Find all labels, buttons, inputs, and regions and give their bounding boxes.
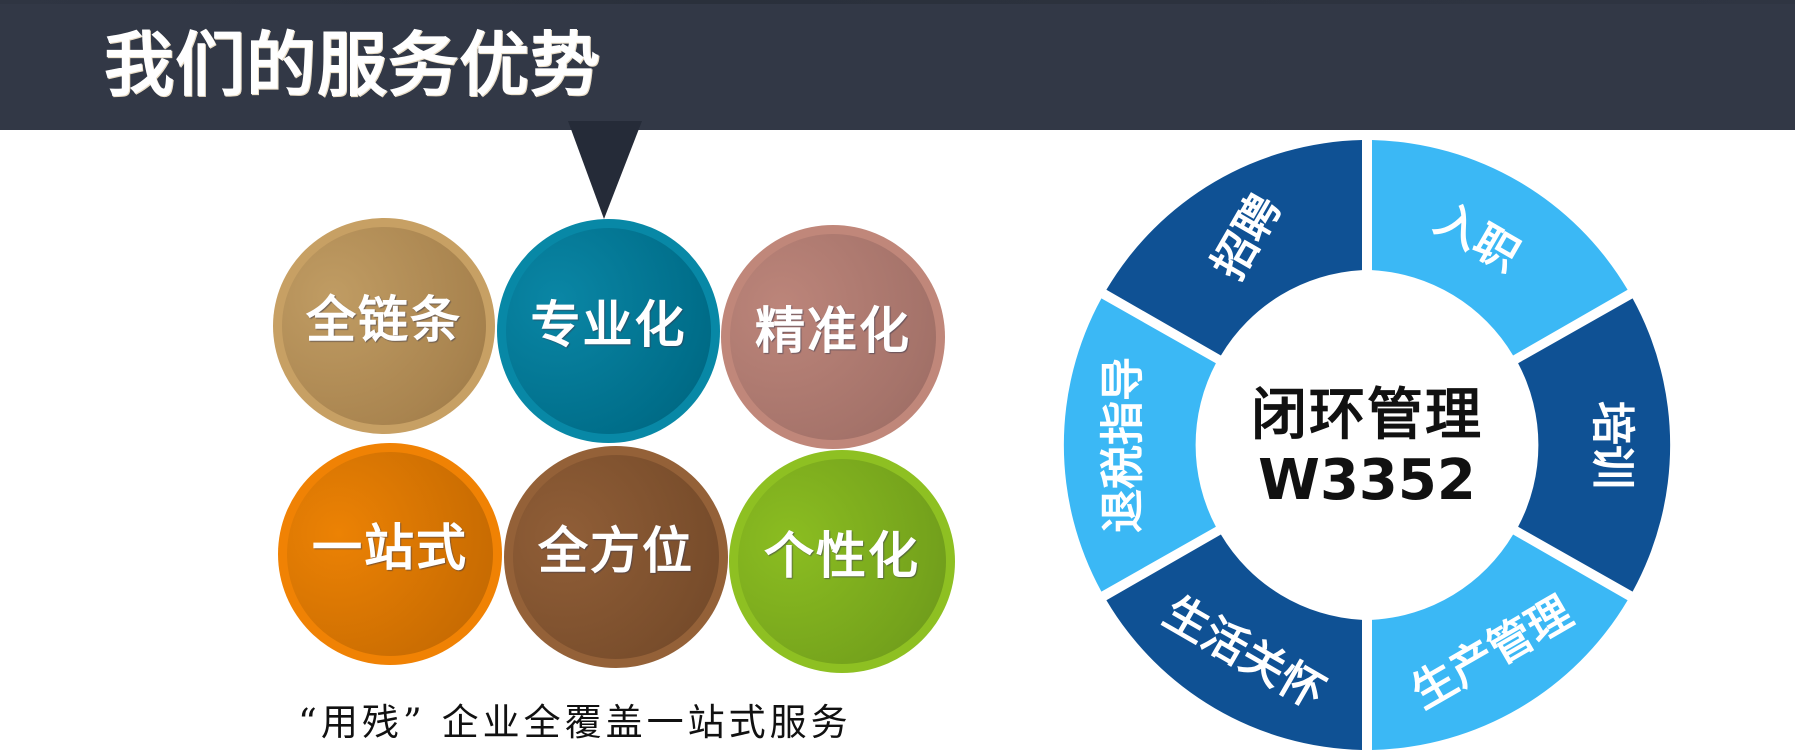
header-top-strip [0,0,1795,4]
advantage-label: 全方位 [538,521,694,580]
segment-label: 退税指导 [1098,357,1149,533]
advantage-label: 一站式 [312,518,468,577]
segment-label: 培训 [1587,401,1638,489]
advantage-bubble-full-chain: 全链条 [273,218,495,434]
pointer-triangle [568,121,642,219]
segment-tax-refund [1063,298,1216,592]
advantage-label: 个性化 [764,525,920,585]
advantage-bubble-one-stop: 一站式 [278,443,502,665]
header-bar: 我们的服务优势 [0,0,1795,130]
segment-onboarding [1372,140,1628,356]
cycle-center-title: 闭环管理 [1251,382,1483,448]
advantage-bubble-precise: 精准化 [721,225,945,449]
advantage-label: 专业化 [530,295,687,354]
segment-training [1518,298,1671,592]
advantage-label: 精准化 [755,301,911,360]
advantage-bubble-professional: 专业化 [497,219,720,443]
page-title: 我们的服务优势 [104,23,601,106]
advantages-caption: “用残” 企业全覆盖一站式服务 [298,701,852,744]
segment-life-care [1106,534,1362,750]
advantage-bubble-all-round: 全方位 [504,446,728,668]
segment-recruitment [1106,140,1362,356]
cycle-center-code: W3352 [1258,448,1476,513]
advantage-label: 全链条 [306,290,462,349]
segment-production [1372,534,1628,750]
ring-segments [1063,140,1671,750]
advantage-bubble-personalized: 个性化 [729,450,955,673]
